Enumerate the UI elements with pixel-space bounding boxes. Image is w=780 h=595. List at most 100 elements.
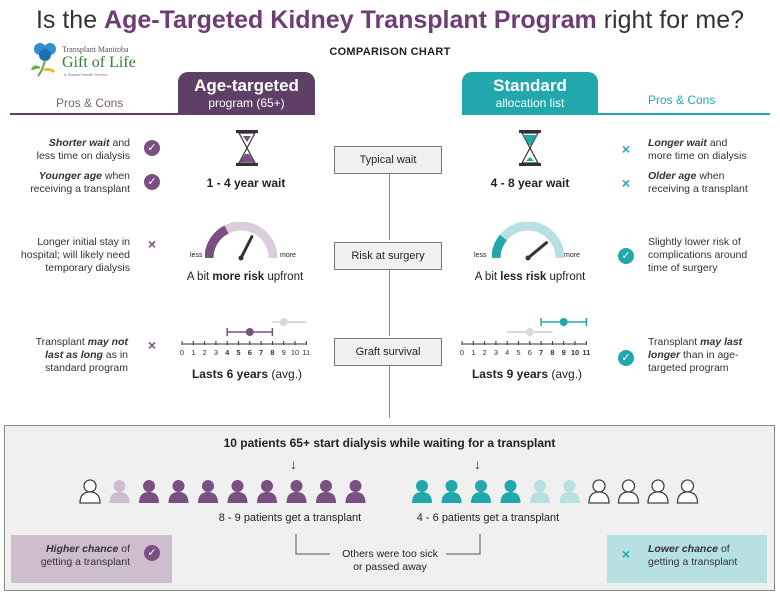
person-icon bbox=[471, 480, 491, 503]
tick-label: 3 bbox=[214, 348, 218, 357]
ghost-point bbox=[279, 318, 288, 326]
risk-at-surgery-label: Risk at surgery bbox=[334, 242, 442, 270]
tick-label: 3 bbox=[494, 348, 498, 357]
patients-row bbox=[79, 479, 699, 504]
tick-label: 11 bbox=[582, 348, 590, 357]
person-icon bbox=[647, 479, 669, 504]
logo-org: Transplant Manitoba bbox=[62, 45, 129, 54]
age-targeted-header: Age-targeted program (65+) bbox=[178, 72, 315, 114]
gauge-less-label: less bbox=[474, 252, 487, 259]
average-point bbox=[245, 328, 254, 336]
higher-chance-box bbox=[11, 535, 172, 583]
lower-chance-box bbox=[607, 535, 767, 583]
pros-cons-right: Pros & Cons bbox=[648, 93, 716, 107]
check-icon: ✓ bbox=[144, 174, 160, 190]
gauge-more-label: more bbox=[564, 252, 580, 259]
down-arrow-icon: ↓ bbox=[290, 456, 297, 472]
person-icon bbox=[617, 479, 640, 504]
tick-label: 2 bbox=[203, 348, 207, 357]
tick-label: 4 bbox=[505, 348, 509, 357]
right-count: 4 - 6 patients get a transplant bbox=[416, 512, 560, 524]
check-icon: ✓ bbox=[618, 350, 634, 366]
left-divider bbox=[10, 113, 315, 115]
typical-wait-label: Typical wait bbox=[334, 146, 442, 174]
person-icon bbox=[530, 480, 550, 503]
center-line bbox=[389, 366, 390, 418]
person-icon bbox=[109, 480, 130, 503]
tick-label: 2 bbox=[483, 348, 487, 357]
tick-label: 9 bbox=[282, 348, 286, 357]
logo-name: Gift of Life bbox=[62, 54, 136, 71]
close-icon: × bbox=[621, 546, 631, 562]
check-icon: ✓ bbox=[144, 140, 160, 156]
person-icon bbox=[286, 480, 307, 503]
close-icon: × bbox=[621, 141, 631, 157]
pros-cons-left: Pros & Cons bbox=[56, 96, 124, 110]
flower-logo-icon bbox=[31, 43, 56, 77]
left-graft-value: Lasts 6 years (avg.) bbox=[191, 367, 303, 381]
hourglass-icon bbox=[519, 130, 541, 166]
person-icon bbox=[441, 480, 462, 503]
person-icon bbox=[588, 479, 610, 504]
person-icon bbox=[79, 479, 101, 504]
gauge-more-label: more bbox=[280, 252, 296, 259]
center-line bbox=[389, 270, 390, 336]
tick-label: 0 bbox=[180, 348, 184, 357]
right-risk-gauge bbox=[492, 222, 564, 261]
right-graft-value: Lasts 9 years (avg.) bbox=[471, 367, 583, 381]
left-count: 8 - 9 patients get a transplant bbox=[218, 512, 362, 524]
right-wait-value: 4 - 8 year wait bbox=[490, 176, 570, 190]
tick-label: 10 bbox=[571, 348, 579, 357]
left-risk-gauge bbox=[205, 222, 277, 261]
tick-label: 4 bbox=[225, 348, 230, 357]
check-icon: ✓ bbox=[618, 248, 634, 264]
tick-label: 1 bbox=[191, 348, 195, 357]
page-title: Is the Age-Targeted Kidney Transplant Pr… bbox=[35, 6, 745, 34]
chart-subtitle: COMPARISON CHART bbox=[329, 46, 451, 58]
standard-header: Standard allocation list bbox=[462, 72, 598, 114]
hourglass-icon bbox=[236, 130, 258, 166]
patients-title: 10 patients 65+ start dialysis while wai… bbox=[223, 436, 556, 450]
tick-label: 1 bbox=[471, 348, 475, 357]
graft-survival-label: Graft survival bbox=[334, 338, 442, 366]
tick-label: 6 bbox=[528, 348, 532, 357]
tick-label: 0 bbox=[460, 348, 464, 357]
person-icon bbox=[198, 480, 218, 503]
person-icon bbox=[316, 480, 336, 503]
down-arrow-icon: ↓ bbox=[474, 456, 481, 472]
tick-label: 9 bbox=[562, 348, 566, 357]
check-icon: ✓ bbox=[144, 545, 160, 561]
tick-label: 6 bbox=[248, 348, 252, 357]
right-risk-value: A bit less risk upfront bbox=[474, 271, 586, 283]
others-bracket bbox=[295, 534, 481, 555]
person-icon bbox=[412, 480, 432, 503]
left-risk-value: A bit more risk upfront bbox=[186, 271, 304, 283]
average-point bbox=[559, 318, 568, 326]
person-icon bbox=[139, 480, 159, 503]
person-icon bbox=[500, 480, 521, 503]
person-icon bbox=[345, 480, 366, 503]
tick-label: 8 bbox=[270, 348, 274, 357]
person-icon bbox=[168, 480, 189, 503]
person-icon bbox=[559, 480, 580, 503]
right-divider bbox=[462, 113, 770, 115]
left-wait-value: 1 - 4 year wait bbox=[206, 176, 286, 190]
close-icon: × bbox=[621, 175, 631, 191]
tick-label: 11 bbox=[302, 348, 310, 357]
tick-label: 5 bbox=[516, 348, 520, 357]
person-icon bbox=[676, 479, 699, 504]
close-icon: × bbox=[147, 337, 157, 353]
person-icon bbox=[227, 480, 248, 503]
close-icon: × bbox=[147, 236, 157, 252]
